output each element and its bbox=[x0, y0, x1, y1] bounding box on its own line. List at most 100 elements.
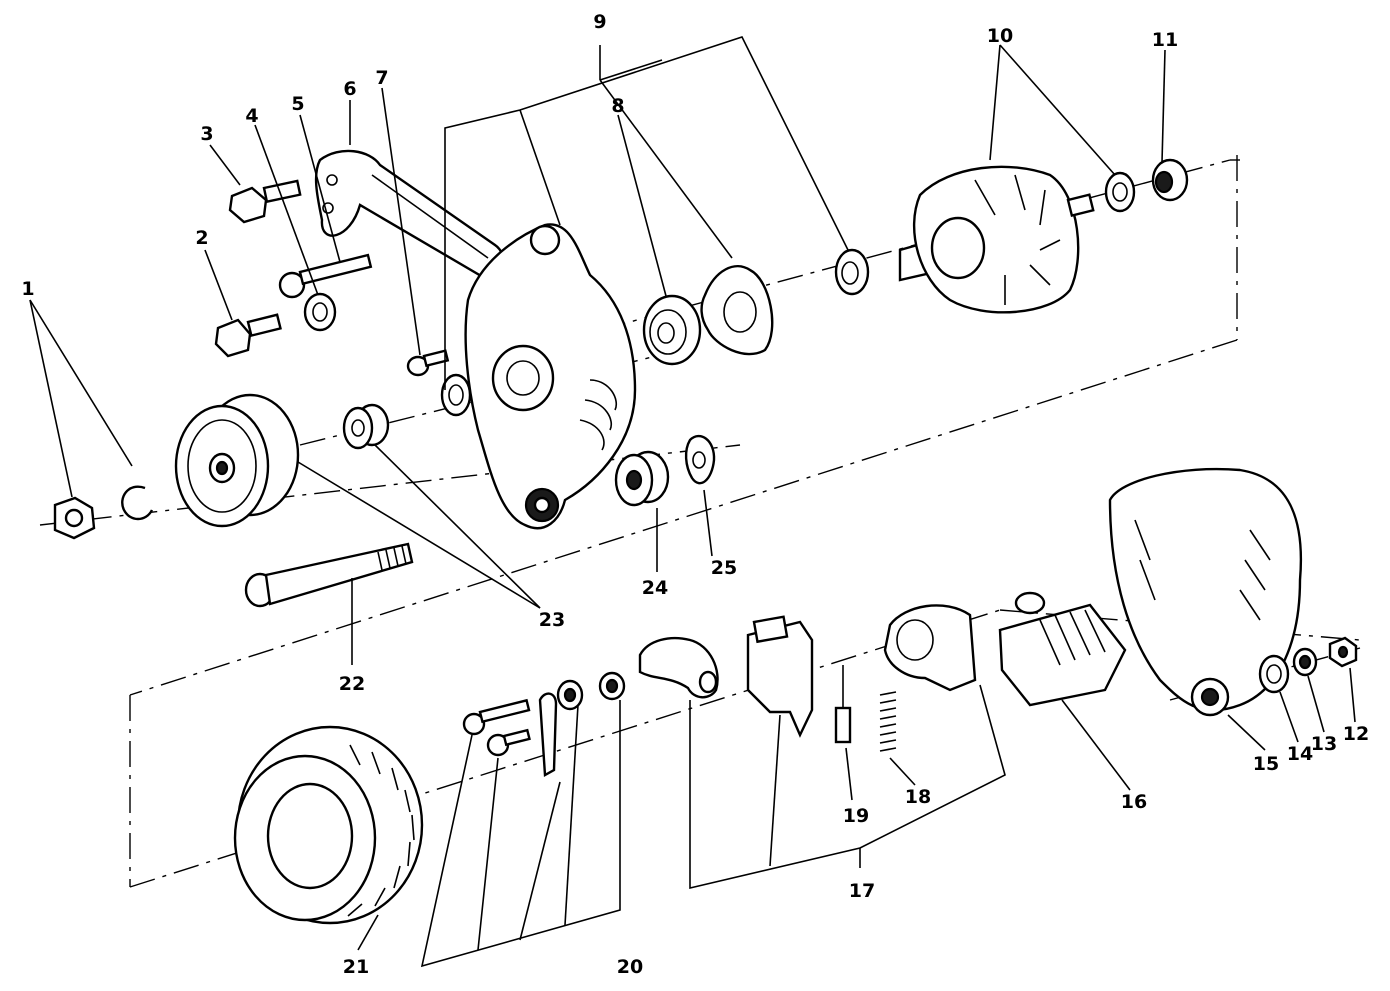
part-front-housing bbox=[464, 223, 637, 530]
screw-shank-b bbox=[502, 728, 531, 747]
part-collar-23 bbox=[342, 373, 472, 450]
part-regulator-group bbox=[638, 604, 977, 738]
terminal-plate-hole bbox=[698, 670, 718, 694]
leader-13 bbox=[1307, 675, 1325, 733]
screw-head-a bbox=[462, 712, 486, 736]
through-bolt-shank bbox=[264, 542, 414, 606]
leader-9-a bbox=[519, 109, 561, 226]
pulley-groove bbox=[187, 419, 257, 513]
leader-1a bbox=[29, 299, 73, 498]
spacer-10-bore bbox=[1112, 182, 1128, 202]
front-housing-hub bbox=[491, 344, 555, 412]
callout-3: 3 bbox=[200, 123, 213, 145]
leader-4 bbox=[254, 124, 319, 296]
seal-outer bbox=[834, 248, 870, 296]
leader-12 bbox=[1349, 667, 1356, 723]
callout-18: 18 bbox=[905, 786, 931, 808]
front-housing-mount-hole bbox=[533, 496, 551, 514]
part-bolts bbox=[214, 179, 373, 358]
bearing-11-inner bbox=[1154, 170, 1174, 194]
callout-21: 21 bbox=[343, 956, 369, 978]
callout-8: 8 bbox=[611, 95, 624, 117]
callout-6: 6 bbox=[343, 78, 356, 100]
brush-holder-bore bbox=[896, 619, 934, 661]
bearing-race bbox=[649, 309, 687, 355]
leader-23a bbox=[297, 461, 541, 609]
retainer-plate bbox=[700, 265, 774, 356]
spring-18 bbox=[879, 691, 897, 752]
screw-shank-a bbox=[478, 698, 531, 724]
leader-20-a bbox=[477, 757, 499, 951]
callout-4: 4 bbox=[245, 105, 258, 127]
callout-5: 5 bbox=[291, 93, 304, 115]
part-retainer-plate bbox=[700, 265, 774, 356]
callout-17: 17 bbox=[849, 880, 875, 902]
front-housing-vents bbox=[579, 379, 617, 451]
leader-21 bbox=[357, 914, 379, 951]
bracket-hole-b bbox=[322, 202, 334, 214]
nut-12-bore bbox=[1337, 645, 1349, 659]
bolt-shank-2 bbox=[246, 313, 282, 338]
terminal-plate bbox=[638, 636, 719, 699]
bolt-shank-3 bbox=[262, 179, 302, 204]
leader-9-c bbox=[599, 59, 663, 81]
leader-23b bbox=[374, 444, 541, 609]
shim-25-bore bbox=[692, 451, 706, 469]
leader-20-b bbox=[519, 781, 561, 941]
part-screw-7 bbox=[406, 349, 450, 377]
leader-20-c bbox=[564, 704, 579, 926]
washer-13-bore bbox=[1298, 654, 1312, 670]
part-rectifier bbox=[998, 591, 1127, 707]
brush-19 bbox=[834, 706, 852, 744]
screw-7-shank bbox=[422, 349, 450, 368]
bushing-a-bore bbox=[563, 687, 577, 703]
callout-7: 7 bbox=[375, 67, 388, 89]
part-rear-bearing bbox=[1104, 158, 1189, 213]
through-bolt-thread bbox=[377, 545, 407, 571]
part-bearing-8 bbox=[642, 294, 702, 366]
leader-15 bbox=[1227, 714, 1266, 751]
shim-25 bbox=[684, 434, 716, 485]
callout-24: 24 bbox=[642, 577, 668, 599]
return-axis-long bbox=[129, 339, 1238, 696]
part-nut-washer bbox=[53, 485, 154, 540]
rectifier-fins bbox=[1039, 609, 1106, 666]
callout-labels: 1 2 3 4 5 6 7 8 9 10 11 12 13 14 15 16 1… bbox=[21, 11, 1369, 978]
bracket-hole-a bbox=[326, 174, 338, 186]
bolt-head-2 bbox=[214, 318, 252, 358]
callout-22: 22 bbox=[339, 673, 365, 695]
part-rotor bbox=[898, 165, 1095, 314]
leader-10a bbox=[989, 44, 1001, 161]
insulator-14-bore bbox=[1266, 664, 1282, 684]
callout-10: 10 bbox=[987, 25, 1013, 47]
part-rear-housing bbox=[1108, 467, 1303, 717]
part-through-bolt bbox=[244, 542, 414, 608]
housing-washer bbox=[440, 373, 472, 417]
insulator-14 bbox=[1258, 654, 1290, 694]
bolt-shank-5 bbox=[298, 253, 373, 286]
bolt-head-5 bbox=[278, 271, 306, 299]
nut-bore bbox=[64, 508, 84, 528]
collar-bore bbox=[351, 419, 365, 437]
part-bushing-24 bbox=[614, 434, 716, 507]
part-rear-hardware bbox=[1258, 636, 1358, 694]
front-housing-top-ear bbox=[529, 224, 561, 256]
leader-18 bbox=[889, 757, 916, 786]
leader-1b bbox=[29, 299, 133, 467]
part-stator bbox=[233, 725, 424, 925]
rectifier-body bbox=[998, 603, 1127, 707]
callout-25: 25 bbox=[711, 557, 737, 579]
leader-11 bbox=[1161, 49, 1166, 163]
callout-23: 23 bbox=[539, 609, 565, 631]
part-seal bbox=[834, 248, 870, 296]
leader-7 bbox=[381, 87, 421, 356]
rotor-hub bbox=[930, 216, 986, 280]
rotor-poles bbox=[974, 174, 1061, 305]
collar-front bbox=[342, 406, 374, 450]
housing-washer-bore bbox=[448, 384, 464, 406]
washer-4-bore bbox=[312, 302, 328, 322]
rectifier-terminal bbox=[1014, 591, 1046, 615]
stator-inner bbox=[266, 782, 354, 890]
leader-3 bbox=[209, 144, 241, 186]
spacer-10 bbox=[1104, 171, 1136, 213]
